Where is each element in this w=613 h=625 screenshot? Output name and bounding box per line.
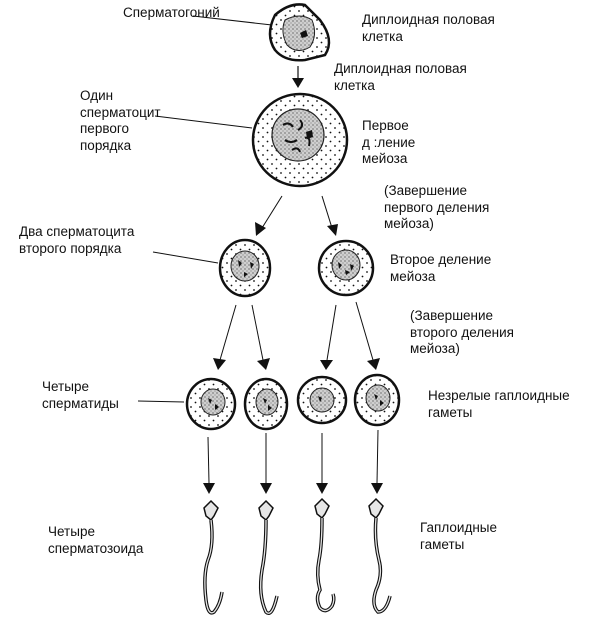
primary-spermatocyte-label: Один сперматоцит первого порядка <box>80 88 161 153</box>
sperm-cell-4 <box>368 497 392 614</box>
meiosis-1-label: Первое д :ление мейоза <box>362 118 416 166</box>
spermatogonium-leader-line <box>192 15 273 26</box>
spermatid-cell-4 <box>353 373 401 427</box>
arrow-label-diploid: Диплоидная половая клетка <box>334 61 467 93</box>
sperm-cell-2 <box>258 499 279 615</box>
arrow-to-primary <box>292 66 304 88</box>
haploid-gametes-label: Гаплоидные гаметы <box>420 520 497 552</box>
meiosis-2-label: Второе деление мейоза <box>390 252 492 284</box>
spermatids-leader-line <box>137 400 185 403</box>
immature-gametes-label: Незрелые гаплоидные гаметы <box>428 388 570 420</box>
spermatids-label: Четыре сперматиды <box>42 379 119 411</box>
arrows-spermiogenesis <box>203 429 383 494</box>
spermatogonium-label: Сперматогоний <box>123 5 220 20</box>
arrows-meiosis-2 <box>213 301 380 370</box>
spermatid-cell-1 <box>185 377 237 431</box>
sperm-cell-3 <box>314 497 336 613</box>
arrows-meiosis-1 <box>255 195 338 236</box>
spermatid-cell-2 <box>243 377 289 431</box>
spermatid-cell-3 <box>296 375 348 425</box>
primary-spermatocyte-cell <box>251 92 349 188</box>
spermatozoa-label: Четыре сперматозоида <box>48 524 144 556</box>
spermatogonium-description: Диплоидная половая клетка <box>362 12 495 44</box>
secondary-leader-line <box>152 251 219 264</box>
primary-leader-line <box>154 115 253 129</box>
secondary-spermatocytes-label: Два сперматоцита второго порядка <box>19 224 135 256</box>
meiosis-1-completion-note: (Завершение первого деления мейоза) <box>384 183 490 231</box>
secondary-spermatocyte-cell-2 <box>317 239 375 297</box>
secondary-spermatocyte-cell-1 <box>218 238 272 298</box>
meiosis-2-completion-note: (Завершение второго деления мейоза) <box>410 308 514 356</box>
sperm-cell-1 <box>203 499 224 615</box>
spermatogonium-cell <box>268 3 331 62</box>
